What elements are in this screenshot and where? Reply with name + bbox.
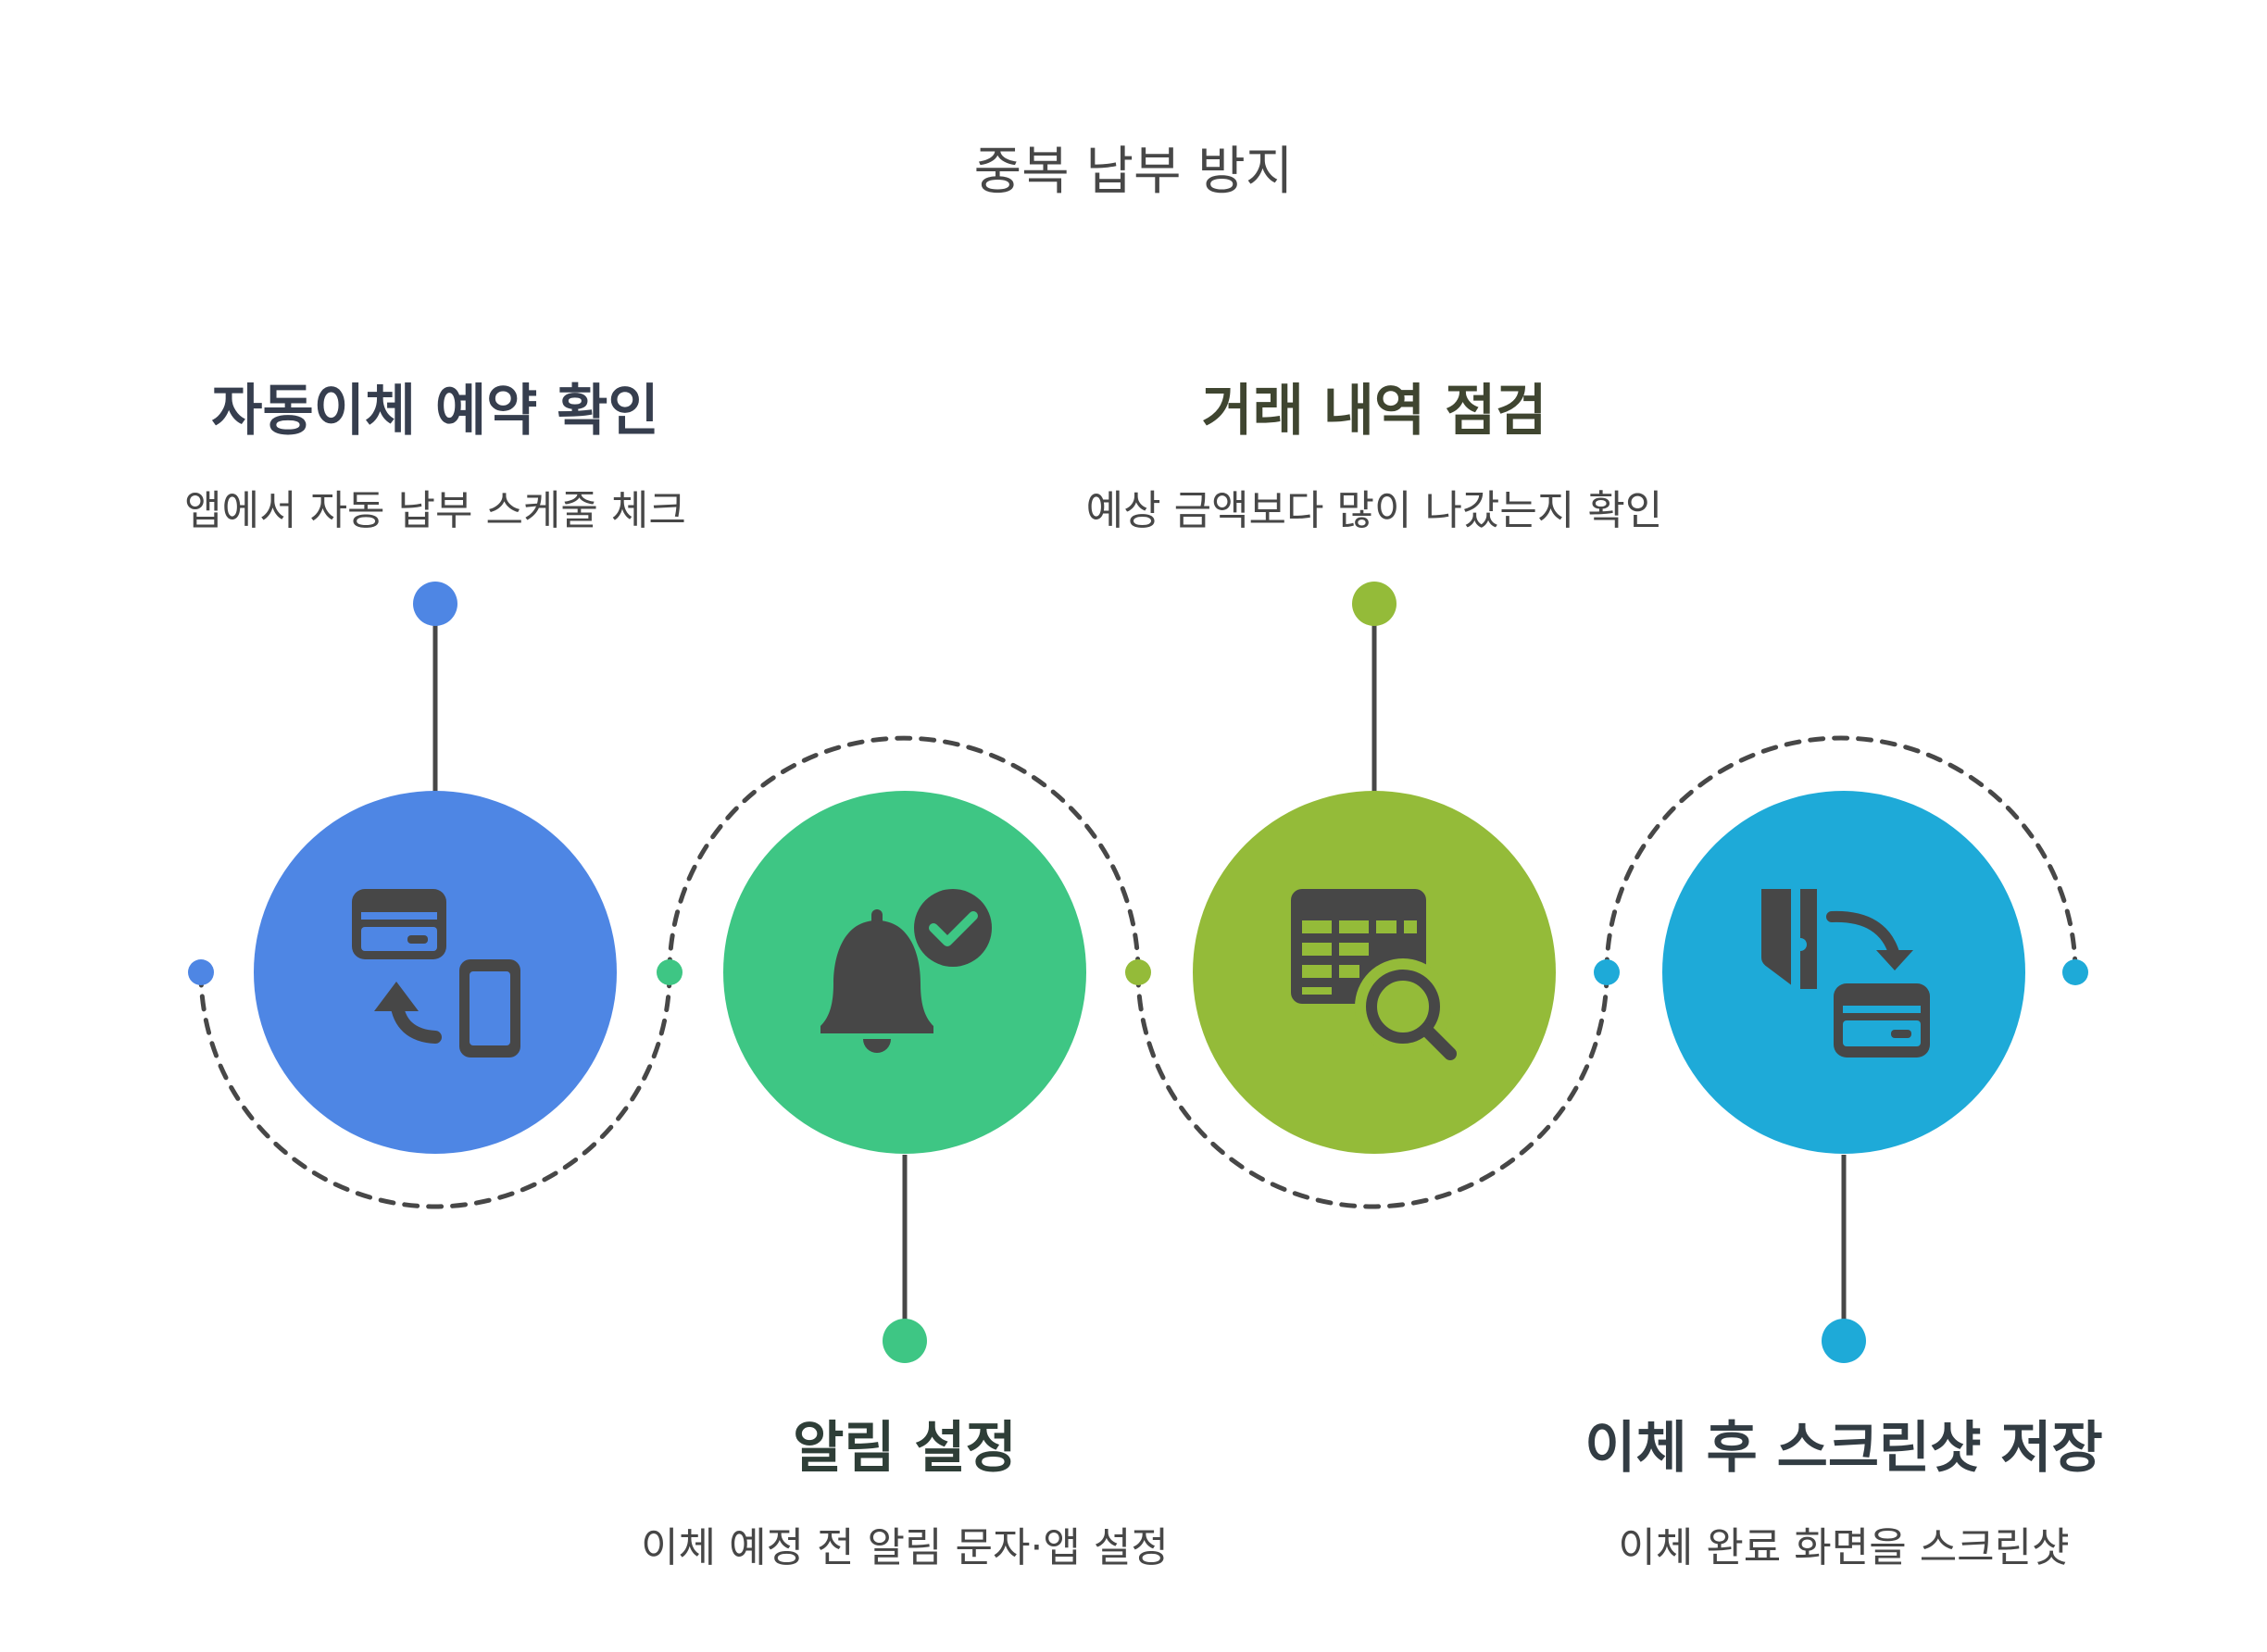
wave-segment-3 bbox=[1135, 970, 1609, 1209]
wave-dot-5 bbox=[2062, 959, 2088, 985]
stem-dot-3 bbox=[1352, 582, 1397, 626]
wave-dot-1 bbox=[188, 959, 214, 985]
stems bbox=[432, 604, 1847, 1341]
step-2-title: 알림 설정 bbox=[793, 1416, 1017, 1481]
wave-dot-2 bbox=[657, 959, 683, 985]
wave-dot-3 bbox=[1125, 959, 1151, 985]
page-title: 중복 납부 방지 bbox=[973, 142, 1294, 202]
step-circle-1 bbox=[254, 791, 617, 1154]
step-circle-4 bbox=[1662, 791, 2025, 1154]
step-3-title: 거래 내역 점검 bbox=[1201, 379, 1547, 444]
step-4-description: 이체 완료 화면을 스크린샷 bbox=[1618, 1524, 2070, 1571]
step-4-title: 이체 후 스크린샷 저장 bbox=[1584, 1416, 2103, 1481]
dashed-wave bbox=[198, 735, 2078, 1209]
step-2-description: 이체 예정 전 알림 문자·앱 설정 bbox=[641, 1524, 1169, 1571]
wallet-to-card-icon bbox=[1761, 889, 1930, 1058]
stem-dot-1 bbox=[413, 582, 457, 626]
bell-check-icon bbox=[820, 889, 992, 1053]
step-3-description: 예상 금액보다 많이 나갔는지 확인 bbox=[1085, 487, 1663, 534]
table-search-icon bbox=[1291, 889, 1457, 1060]
wave-dot-4 bbox=[1594, 959, 1620, 985]
step-1-title: 자동이체 예약 확인 bbox=[211, 379, 659, 444]
wave-segment-4 bbox=[1604, 735, 2078, 975]
step-1-description: 앱에서 자동 납부 스케줄 체크 bbox=[184, 487, 686, 534]
stem-dot-2 bbox=[883, 1319, 927, 1363]
card-to-phone-icon bbox=[352, 889, 520, 1058]
wave-segment-2 bbox=[667, 735, 1141, 975]
stem-dot-4 bbox=[1822, 1319, 1866, 1363]
wave-segment-1 bbox=[198, 970, 672, 1209]
